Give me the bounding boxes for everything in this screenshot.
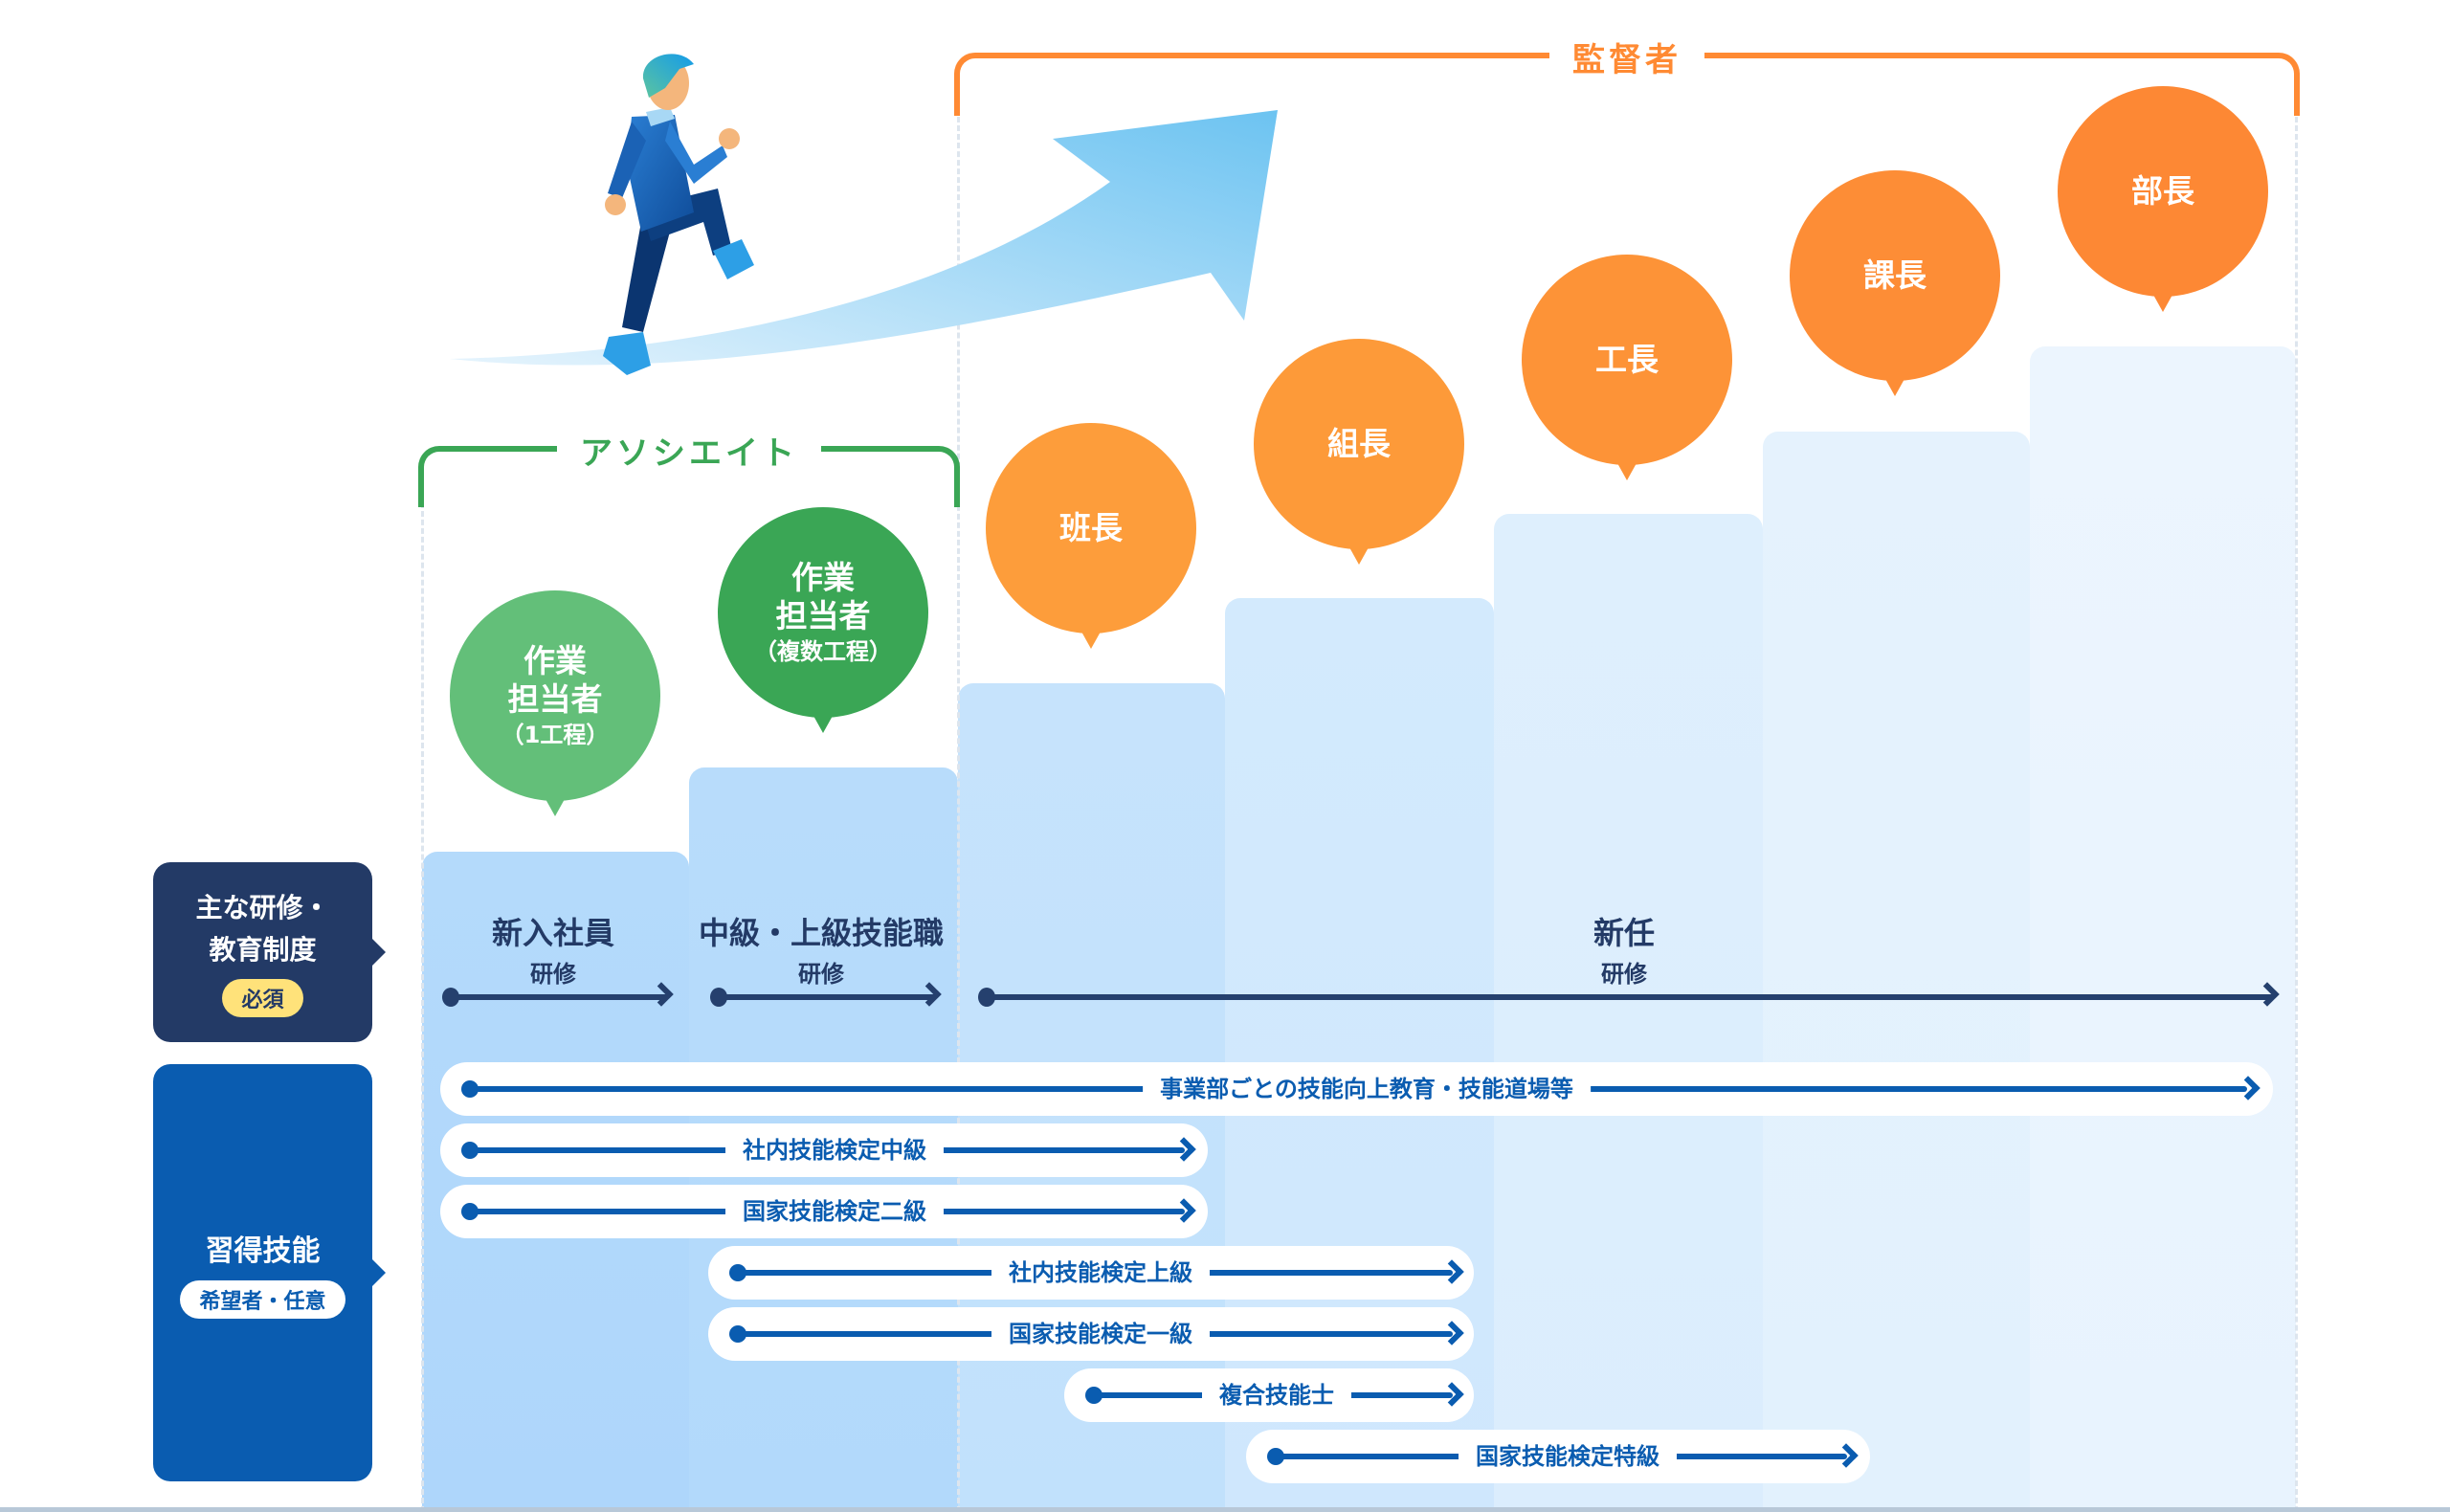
training-arrow-newly-appointed [978,982,2280,1007]
role-bubble-worker-single: 作業 担当者 （1工程） [450,590,660,801]
running-businessman-icon [603,54,754,375]
role-bubble-kumicho: 組長 [1254,339,1464,549]
skill-row-national-grade2: 国家技能検定二級 [440,1185,1208,1238]
role-bubble-hancho: 班長 [986,423,1196,634]
skill-row-national-grade1: 国家技能検定一級 [708,1307,1474,1361]
skill-row-dojo: 事業部ごとの技能向上教育・技能道場等 [440,1062,2273,1116]
bottom-border [0,1507,2450,1512]
supervisor-label: 監督者 [1549,33,1704,80]
skill-row-national-special: 国家技能検定特級 [1246,1430,1870,1483]
skills-label-box: 習得技能 希望者・任意 [153,1064,372,1481]
skill-row-internal-intermediate: 社内技能検定中級 [440,1123,1208,1177]
role-bubble-kacho: 課長 [1790,170,2000,381]
training-skilled: 中級・上級技能職 研修 [698,915,945,988]
required-badge: 必須 [222,979,303,1017]
associate-bracket: アソシエイト [418,427,960,507]
training-new-employee: 新入社員 研修 [491,915,615,988]
training-arrow-new-employee [442,982,674,1007]
role-bubble-worker-multi: 作業 担当者 （複数工程） [718,507,928,718]
step-column-7 [2030,346,2296,1512]
training-label-box: 主な研修・ 教育制度 必須 [153,862,372,1042]
guide-line [2295,117,2298,1512]
training-label-line2: 教育制度 [209,934,317,966]
optional-badge: 希望者・任意 [180,1280,345,1319]
training-label-line1: 主な研修・ [195,892,330,923]
guide-line [957,117,960,1512]
skill-row-internal-advanced: 社内技能検定上級 [708,1246,1474,1300]
training-arrow-skilled [710,982,942,1007]
guide-line [421,502,424,1512]
skill-row-multi-skilled: 複合技能士 [1064,1368,1474,1422]
step-column-1 [422,852,689,1512]
training-newly-appointed: 新任 研修 [1592,915,1656,988]
step-column-6 [1763,432,2030,1512]
supervisor-bracket: 監督者 [954,33,2300,116]
role-bubble-kocho: 工長 [1522,255,1732,465]
step-column-5 [1494,514,1763,1512]
upward-curved-arrow-icon [450,110,1278,366]
associate-label: アソシエイト [557,427,821,474]
skills-label-title: 習得技能 [205,1234,321,1268]
role-bubble-bucho: 部長 [2058,86,2268,297]
